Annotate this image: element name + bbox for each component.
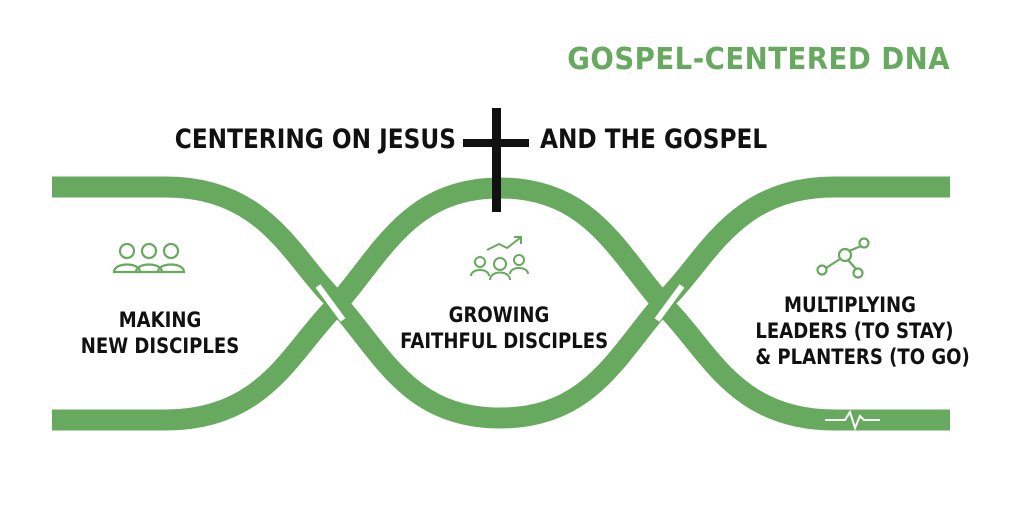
diagram-title: GOSPEL-CENTERED DNA [567,42,950,77]
stage-label-making-disciples: MAKING NEW DISCIPLES [80,308,240,358]
header-right-text: AND THE GOSPEL [540,124,768,155]
header-left-text: CENTERING ON JESUS [174,124,456,155]
dna-strand-top [52,176,950,429]
cross-icon [463,108,529,212]
people-growth-chart-icon [470,236,529,281]
heartbeat-icon [825,409,880,431]
stage-label-multiplying-leaders: MULTIPLYING LEADERS (TO STAY) & PLANTERS… [755,293,970,369]
stage-label-growing-disciples: GROWING FAITHFUL DISCIPLES [400,303,609,353]
network-nodes-icon [816,237,870,279]
group-of-people-icon [112,242,186,274]
